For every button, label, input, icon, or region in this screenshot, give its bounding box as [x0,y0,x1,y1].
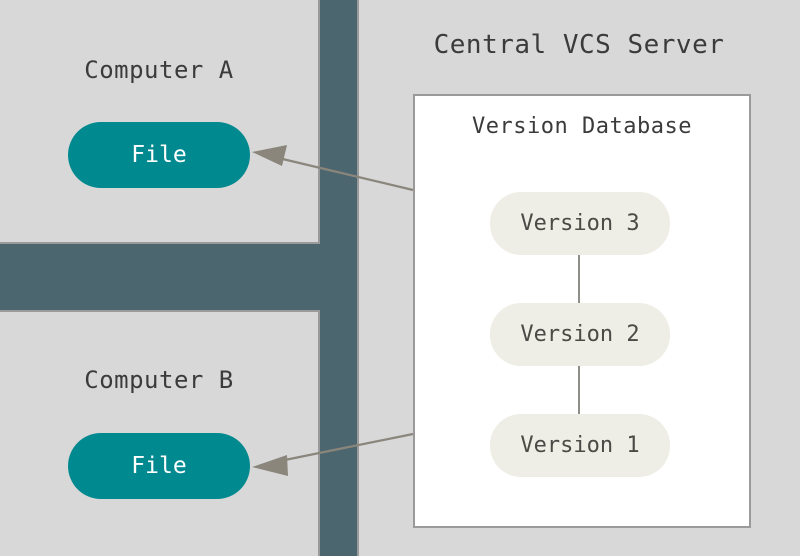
version-3-label: Version 3 [520,211,640,236]
version-1-label: Version 1 [520,433,640,458]
version-2-node: Version 2 [490,303,670,366]
version-3-node: Version 3 [490,192,670,255]
connector-version2-version1 [578,366,580,414]
computer-b-title: Computer B [84,366,234,394]
computer-b-file-node: File [68,433,250,499]
vcs-server-title: Central VCS Server [433,30,725,60]
version-database-title: Version Database [472,114,692,139]
computer-a-file-node: File [68,122,250,188]
computer-b-file-label: File [131,453,187,479]
version-1-node: Version 1 [490,414,670,477]
connector-version3-version2 [578,255,580,303]
version-2-label: Version 2 [520,322,640,347]
computer-a-title: Computer A [84,56,234,84]
computer-a-file-label: File [131,142,187,168]
